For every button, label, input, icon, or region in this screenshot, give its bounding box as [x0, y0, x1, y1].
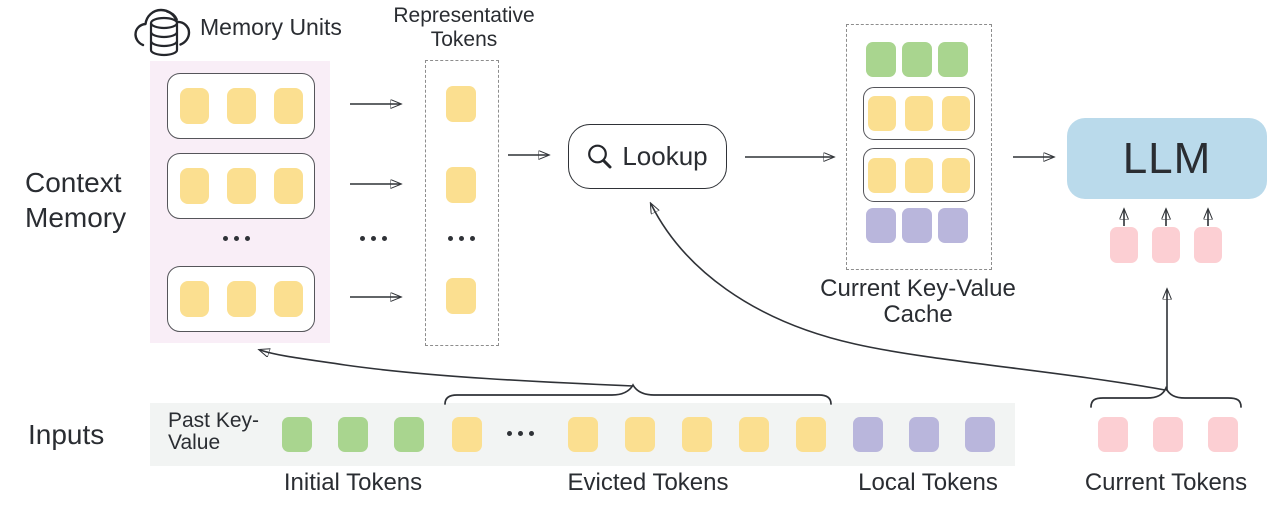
curve-evicted-to-memory	[260, 350, 634, 387]
memory-token	[179, 88, 209, 124]
evicted-token	[682, 417, 712, 452]
current-token	[1098, 417, 1128, 452]
cache-local-token	[902, 208, 932, 243]
cache-unit-token	[942, 96, 970, 131]
brace-current-tokens	[1090, 385, 1242, 408]
representative-tokens-label: Representative Tokens	[393, 4, 535, 51]
local-token	[909, 417, 939, 452]
evicted-token	[568, 417, 598, 452]
representative-ellipsis	[448, 236, 475, 241]
initial-token	[338, 417, 368, 452]
initial-token	[282, 417, 312, 452]
cache-local-token	[938, 208, 968, 243]
cache-unit-token	[942, 157, 970, 193]
llm-box: LLM	[1067, 118, 1267, 199]
memory-unit-row-3	[167, 266, 315, 332]
memory-unit-row-2	[167, 153, 315, 219]
initial-tokens-label: Initial Tokens	[283, 469, 423, 496]
lookup-box: Lookup	[568, 124, 727, 189]
local-token	[853, 417, 883, 452]
llm-label: LLM	[1122, 133, 1212, 183]
cache-local-token	[866, 208, 896, 243]
between-ellipsis	[360, 236, 387, 241]
memory-token	[179, 281, 209, 317]
cache-memory-unit-2	[863, 148, 975, 202]
llm-input-token	[1110, 227, 1138, 263]
inputs-section-label: Inputs	[28, 419, 105, 450]
representative-token	[446, 167, 476, 203]
cache-unit-token	[905, 157, 933, 193]
initial-token	[394, 417, 424, 452]
local-token	[965, 417, 995, 452]
memory-token	[226, 168, 256, 204]
memory-units-label: Memory Units	[200, 14, 342, 40]
database-cylinder	[149, 16, 179, 57]
representative-token	[446, 278, 476, 314]
current-token	[1153, 417, 1183, 452]
llm-input-token	[1194, 227, 1222, 263]
memory-token	[273, 281, 303, 317]
past-key-value-label: Past Key-Value	[168, 409, 260, 454]
local-tokens-label: Local Tokens	[858, 469, 998, 496]
evicted-tokens-label: Evicted Tokens	[567, 469, 729, 496]
memory-ellipsis	[223, 236, 250, 241]
cache-unit-token	[905, 96, 933, 131]
memory-token	[273, 88, 303, 124]
memory-token	[226, 88, 256, 124]
cloud-database-icon	[134, 8, 191, 57]
memory-token	[179, 168, 209, 204]
cache-initial-token	[938, 42, 968, 77]
current-token	[1208, 417, 1238, 452]
evicted-token	[739, 417, 769, 452]
memory-unit-row-1	[167, 73, 315, 139]
cache-unit-token	[868, 96, 896, 131]
memory-token	[226, 281, 256, 317]
evicted-ellipsis	[507, 431, 534, 436]
current-tokens-label: Current Tokens	[1084, 469, 1248, 496]
representative-tokens-box	[425, 60, 499, 346]
brace-evicted-tokens	[444, 383, 832, 405]
evicted-token	[796, 417, 826, 452]
context-memory-section-label: Context Memory	[25, 167, 127, 233]
representative-token	[446, 86, 476, 122]
cache-unit-token	[868, 157, 896, 193]
search-icon	[588, 144, 612, 168]
evicted-token	[625, 417, 655, 452]
current-kv-cache-label: Current Key-Value Cache	[820, 275, 1016, 328]
evicted-token	[452, 417, 482, 452]
lookup-label: Lookup	[622, 141, 708, 171]
cache-initial-token	[866, 42, 896, 77]
cache-memory-unit-1	[863, 87, 975, 140]
llm-input-token	[1152, 227, 1180, 263]
cache-initial-token	[902, 42, 932, 77]
memory-token	[273, 168, 303, 204]
